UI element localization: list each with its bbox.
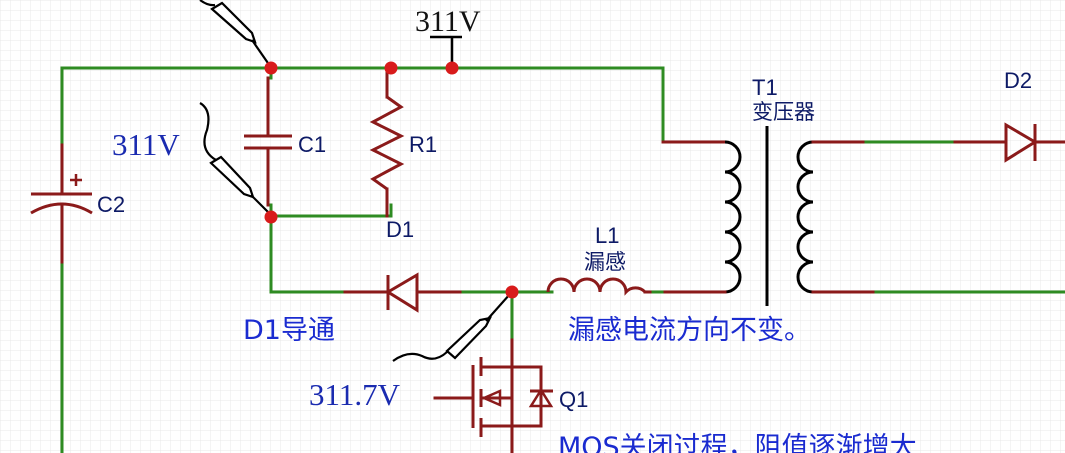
wire-c1-r1-bottom xyxy=(269,203,393,218)
label-d1: D1 xyxy=(386,217,414,242)
diode-d2[interactable] xyxy=(953,122,1065,163)
label-c1: C1 xyxy=(298,132,326,157)
label-t1: T1 xyxy=(752,75,778,100)
label-t1-desc: 变压器 xyxy=(752,100,815,124)
label-c2: C2 xyxy=(97,192,125,217)
junction-dot xyxy=(384,61,398,75)
probe-drain[interactable] xyxy=(392,293,511,362)
annotation-d1-conducting: D1导通 xyxy=(243,315,335,346)
wires xyxy=(60,66,1065,453)
inductor-l1[interactable] xyxy=(546,277,652,296)
probe-reading-c1: 311V xyxy=(112,127,180,162)
junction-dot xyxy=(264,210,278,224)
annotation-leakage-current: 漏感电流方向不变。 xyxy=(568,315,811,346)
capacitor-c2[interactable] xyxy=(30,143,93,264)
label-l1-desc: 漏感 xyxy=(584,250,626,274)
label-r1: R1 xyxy=(409,132,437,157)
annotation-mos-turnoff: MOS关闭过程，阻值逐渐增大 xyxy=(558,432,917,453)
junction-dot xyxy=(445,61,459,75)
label-q1: Q1 xyxy=(559,387,588,412)
probe-reading-top-rail: 311V xyxy=(415,5,481,38)
probe-top[interactable] xyxy=(199,0,271,67)
resistor-r1[interactable] xyxy=(369,70,405,218)
mosfet-q1[interactable] xyxy=(433,338,554,453)
wire-top-rail xyxy=(60,66,665,144)
diode-d1[interactable] xyxy=(343,272,462,313)
junction-dot xyxy=(505,285,519,299)
label-d2: D2 xyxy=(1004,68,1032,93)
probe-reading-drain: 311.7V xyxy=(309,377,401,412)
probe-c1-node[interactable] xyxy=(199,102,271,215)
transformer-t1[interactable] xyxy=(661,126,875,306)
wire-d1-anode-side xyxy=(269,214,347,294)
capacitor-c1[interactable] xyxy=(244,76,292,207)
label-l1: L1 xyxy=(595,223,619,248)
junction-dot xyxy=(264,61,278,75)
junctions xyxy=(264,61,519,299)
